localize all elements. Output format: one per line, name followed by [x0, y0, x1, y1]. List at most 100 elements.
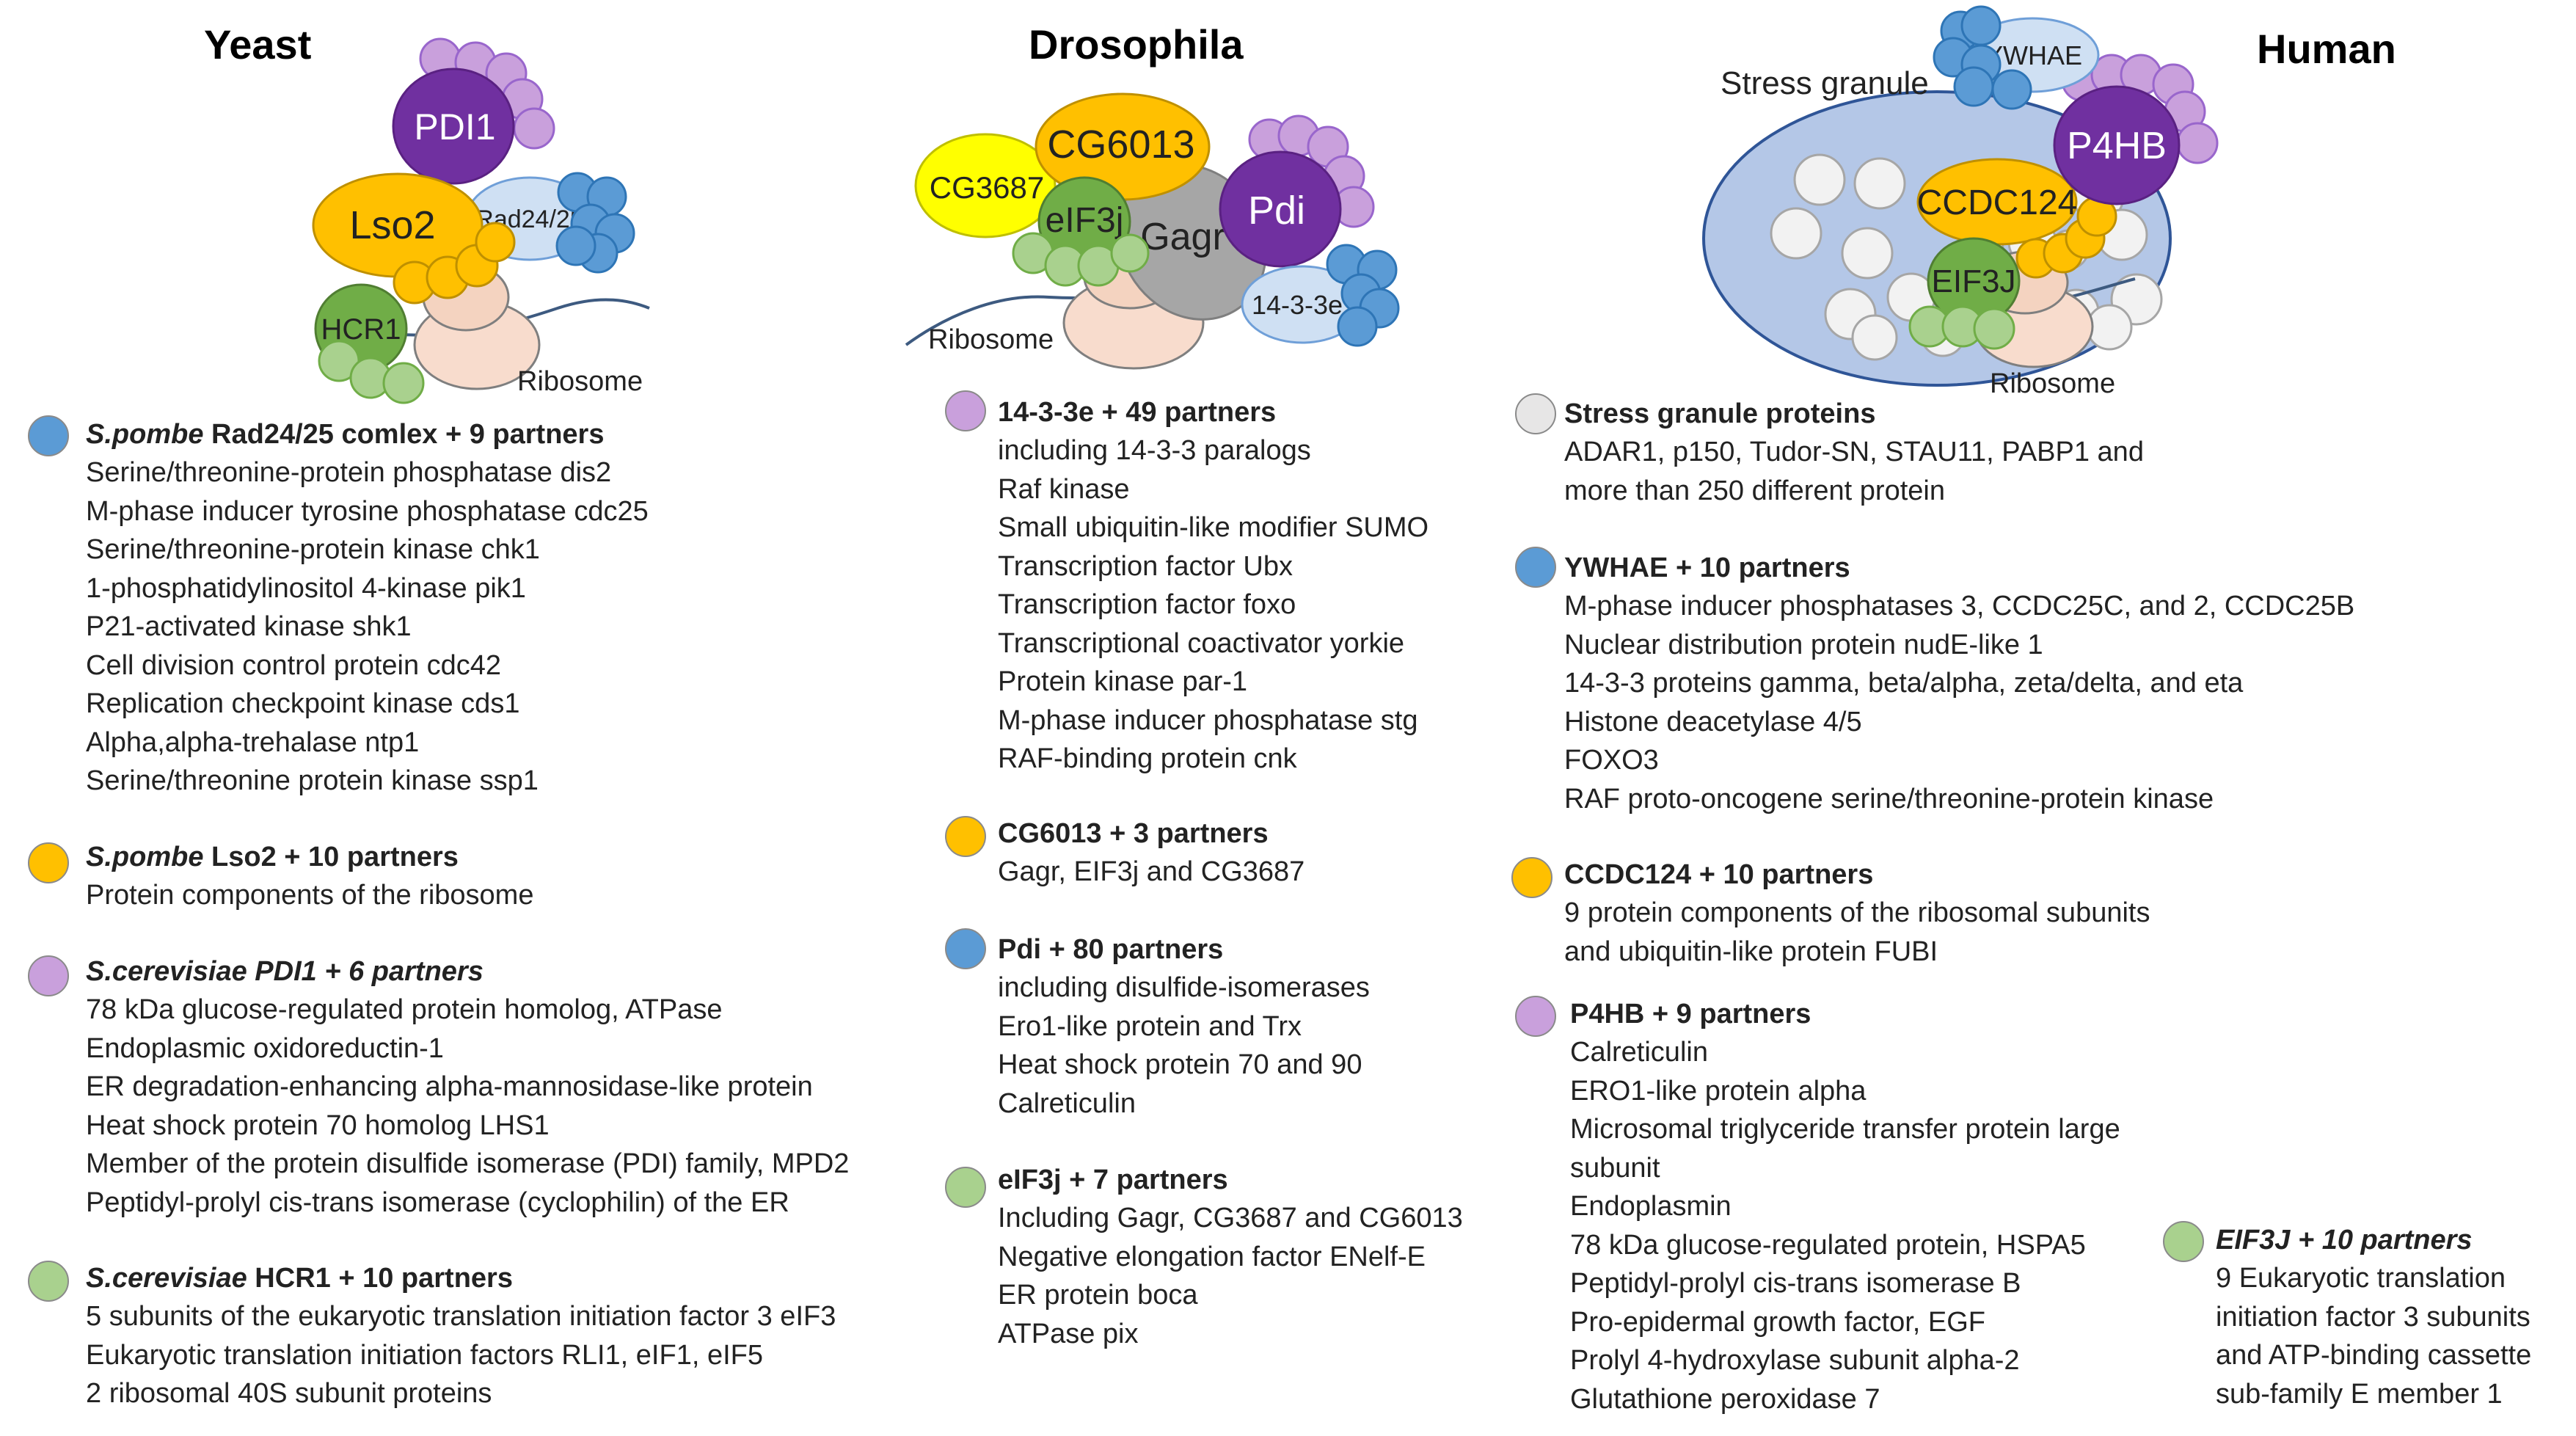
partner-list: 9 protein components of the ribosomal su… [1564, 894, 2150, 971]
drosophila-cg3687 [914, 133, 1057, 238]
drosophila-pdi-label: Pdi [1248, 189, 1305, 233]
heading-rest: CCDC124 + 10 partners [1564, 859, 1874, 890]
list-item: subunit [1570, 1152, 1660, 1184]
orange-legend-dot [1511, 857, 1552, 898]
heading-rest: HCR1 + 10 partners [247, 1263, 513, 1294]
human-blue-partner [1953, 66, 1994, 107]
title-drosophila: Drosophila [1029, 21, 1244, 68]
list-item: Peptidyl-prolyl cis-trans isomerase B [1570, 1268, 2021, 1299]
list-item: 14-3-3 proteins gamma, beta/alpha, zeta/… [1564, 668, 2244, 699]
section-heading: eIF3j + 7 partners [998, 1161, 1228, 1199]
green-legend-dot [945, 1167, 986, 1208]
human-ccdc124-label: CCDC124 [1917, 183, 2078, 222]
purple-legend-dot [28, 955, 69, 996]
human-green-partner [1973, 307, 2015, 350]
granule-protein [1770, 207, 1822, 260]
list-item: Microsomal triglyceride transfer protein… [1570, 1114, 2120, 1145]
drosophila-eif3j-label: eIF3j [1046, 201, 1124, 240]
section-heading: P4HB + 9 partners [1570, 995, 1811, 1033]
list-item: P21-activated kinase shk1 [86, 611, 412, 642]
heading-rest: eIF3j + 7 partners [998, 1165, 1228, 1195]
list-item: Transcription factor Ubx [998, 550, 1293, 582]
section-heading: Stress granule proteins [1564, 395, 1875, 433]
gray-legend-dot [1515, 393, 1556, 434]
section-heading: S.pombe Lso2 + 10 partners [86, 838, 459, 876]
green-legend-dot [2163, 1221, 2204, 1262]
partner-list: including disulfide-isomerases Ero1-like… [998, 969, 1370, 1123]
list-item: Ero1-like protein and Trx [998, 1010, 1302, 1042]
list-item: Calreticulin [998, 1087, 1136, 1119]
list-item: Serine/threonine-protein kinase chk1 [86, 534, 540, 565]
section-heading: S.cerevisiae PDI1 + 6 partners [86, 952, 484, 991]
list-item: M-phase inducer phosphatase stg [998, 704, 1418, 736]
list-item: Transcriptional coactivator yorkie [998, 627, 1405, 659]
heading-organism: S.cerevisiae [86, 1263, 247, 1294]
drosophila-green-partner [1110, 233, 1150, 273]
yeast-ribosome-label: Ribosome [517, 366, 643, 397]
partner-list: Protein components of the ribosome [86, 876, 533, 915]
list-item: 78 kDa glucose-regulated protein, HSPA5 [1570, 1229, 2086, 1261]
list-item: M-phase inducer phosphatases 3, CCDC25C,… [1564, 591, 2355, 622]
partner-list: ADAR1, p150, Tudor-SN, STAU11, PABP1 and… [1564, 433, 2144, 510]
heading-organism: S.cerevisiae [86, 956, 247, 987]
title-human: Human [2257, 26, 2396, 72]
drosophila-cg6013-label: CG6013 [1047, 123, 1194, 167]
partner-list: 9 Eukaryotic translation initiation fact… [2216, 1259, 2531, 1413]
partner-list: 5 subunits of the eukaryotic translation… [86, 1297, 836, 1413]
list-item: Endoplasmin [1570, 1191, 1732, 1222]
list-item: Raf kinase [998, 473, 1130, 505]
list-item: FOXO3 [1564, 745, 1659, 776]
heading-organism: S.pombe [86, 419, 204, 450]
drosophila-pdi [1219, 150, 1342, 268]
list-item: Protein components of the ribosome [86, 880, 534, 911]
section-heading: CG6013 + 3 partners [998, 814, 1269, 853]
blue-legend-dot [945, 928, 986, 969]
partner-list: 78 kDa glucose-regulated protein homolog… [86, 991, 849, 1222]
list-item: Nuclear distribution protein nudE-like 1 [1564, 629, 2043, 660]
drosophila-diagram: Gagr CG3687 CG6013 eIF3j Pdi 14-3-3e Rib… [905, 92, 1400, 370]
list-item: ATPase pix [998, 1318, 1139, 1349]
partner-list: M-phase inducer phosphatases 3, CCDC25C,… [1564, 587, 2354, 818]
list-item: Negative elongation factor ENelf-E [998, 1241, 1426, 1272]
section-heading: S.cerevisiae HCR1 + 10 partners [86, 1259, 513, 1297]
list-item: 5 subunits of the eukaryotic translation… [86, 1301, 836, 1332]
list-item: Serine/threonine-protein phosphatase dis… [86, 457, 612, 488]
stress-granule-label: Stress granule [1721, 65, 1929, 101]
heading-organism: S.pombe [86, 842, 204, 872]
green-legend-dot [28, 1261, 69, 1302]
orange-legend-dot [28, 842, 69, 883]
partner-list: Gagr, EIF3j and CG3687 [998, 853, 1305, 892]
human-eif3j-label: EIF3J [1932, 263, 2016, 299]
partner-list: Calreticulin ERO1-like protein alpha Mic… [1570, 1033, 2120, 1418]
list-item: Glutathione peroxidase 7 [1570, 1383, 1880, 1415]
human-blue-partner [1960, 5, 2002, 46]
drosophila-14-3-3e-label: 14-3-3e [1252, 290, 1343, 320]
yeast-green-partner [382, 362, 425, 404]
yeast-hcr1-label: HCR1 [321, 313, 401, 346]
list-item: 1-phosphatidylinositol 4-kinase pik1 [86, 572, 526, 604]
yeast-orange-partner [475, 222, 516, 263]
list-item: Alpha,alpha-trehalase ntp1 [86, 726, 420, 758]
list-item: including 14-3-3 paralogs [998, 435, 1311, 466]
list-item: Prolyl 4-hydroxylase subunit alpha-2 [1570, 1345, 2020, 1376]
list-item: Heat shock protein 70 homolog LHS1 [86, 1109, 550, 1141]
orange-legend-dot [945, 816, 986, 857]
list-item: and ATP-binding cassette [2216, 1340, 2532, 1371]
heading-rest: Lso2 + 10 partners [203, 842, 459, 872]
human-p4hb-label: P4HB [2067, 125, 2167, 167]
section-heading: 14-3-3e + 49 partners [998, 393, 1276, 431]
list-item: RAF-binding protein cnk [998, 743, 1297, 774]
yeast-lso2-label: Lso2 [349, 203, 435, 247]
heading-rest: YWHAE + 10 partners [1564, 553, 1850, 583]
section-heading: YWHAE + 10 partners [1564, 549, 1850, 587]
heading-organism: EIF3J + 10 partners [2216, 1225, 2473, 1255]
list-item: Cell division control protein cdc42 [86, 649, 502, 681]
heading-rest: CG6013 + 3 partners [998, 818, 1269, 849]
partner-list: Serine/threonine-protein phosphatase dis… [86, 453, 649, 801]
human-ywhae-label: YWHAE [1985, 40, 2082, 70]
list-item: 9 Eukaryotic translation [2216, 1263, 2506, 1294]
list-item: and ubiquitin-like protein FUBI [1564, 936, 1938, 967]
list-item: Transcription factor foxo [998, 589, 1296, 620]
drosophila-cg3687-label: CG3687 [930, 170, 1044, 205]
